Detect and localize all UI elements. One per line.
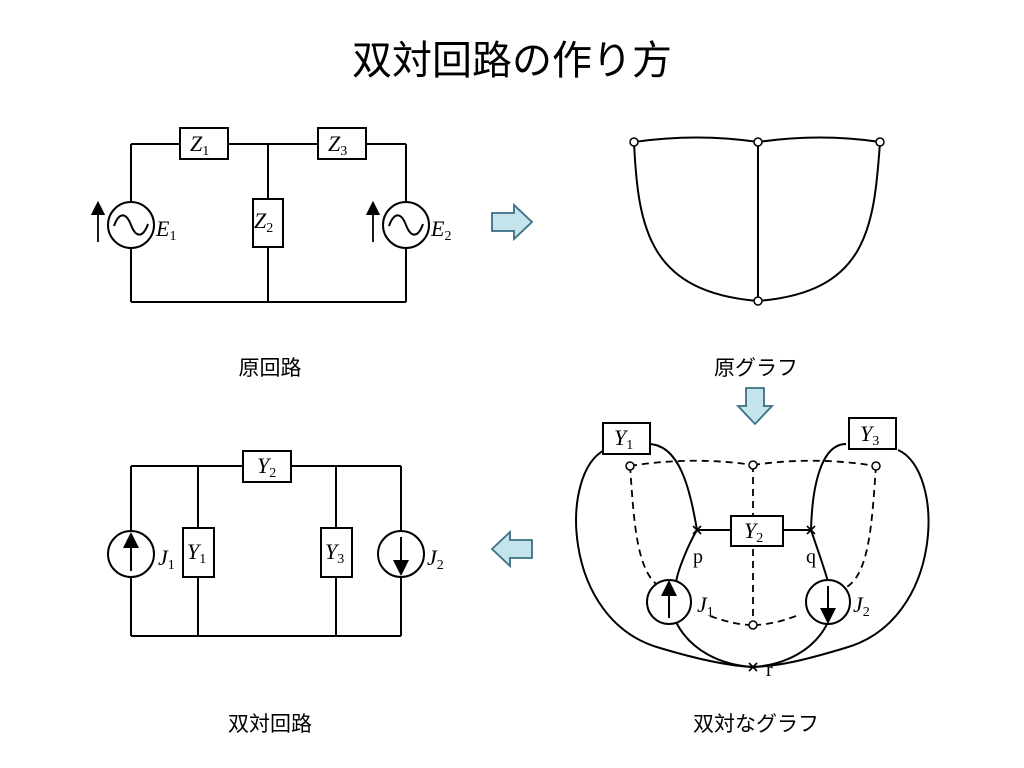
dual-graph-label-y2: Y2	[744, 518, 763, 546]
dual-graph-label-y3: Y3	[860, 421, 879, 449]
dual-graph-source-j1	[646, 579, 692, 625]
dual-graph-cross-marks	[692, 525, 816, 672]
dual-circuit-label-y1: Y1	[187, 539, 206, 567]
dual-graph-edges	[575, 443, 930, 668]
impedance-z2	[252, 198, 284, 248]
dual-circuit-y2-box	[242, 450, 292, 483]
dual-circuit-label-j2: J2	[427, 545, 444, 573]
caption-original-graph: 原グラフ	[714, 356, 798, 380]
dual-graph-y2-box	[730, 515, 784, 547]
dual-graph-node-p: p	[693, 546, 703, 568]
dual-graph-label-j2: J2	[853, 592, 870, 620]
arrow-down-icon	[735, 387, 775, 426]
dual-circuit-y1-box	[182, 527, 215, 578]
label-e1: E1	[155, 216, 176, 244]
original-circuit	[130, 143, 407, 303]
label-z2: Z2	[254, 208, 273, 236]
label-z1: Z1	[190, 131, 209, 159]
dual-circuit-source-j2	[377, 530, 425, 578]
caption-dual-circuit: 双対回路	[228, 712, 312, 736]
dual-graph-y1-box	[602, 422, 651, 455]
original-graph-nodes	[629, 137, 885, 306]
caption-original-circuit: 原回路	[238, 356, 302, 380]
label-e2: E2	[430, 216, 451, 244]
voltage-source-e1	[90, 200, 155, 249]
label-z3: Z3	[328, 131, 347, 159]
dual-circuit-label-y2: Y2	[257, 453, 276, 481]
dual-circuit-y3-box	[320, 527, 353, 578]
voltage-source-e2	[365, 200, 430, 249]
dual-circuit	[130, 465, 402, 637]
dual-graph-node-r: r	[766, 659, 773, 681]
dual-circuit-source-j1	[107, 530, 155, 578]
impedance-z1	[179, 127, 229, 160]
dual-circuit-label-y3: Y3	[325, 539, 344, 567]
dual-graph-y3-box	[848, 417, 897, 450]
dual-graph-source-j2	[805, 579, 851, 625]
dual-circuit-label-j1: J1	[158, 545, 175, 573]
arrow-right-icon	[491, 202, 534, 242]
slide-title: 双対回路の作り方	[352, 38, 672, 84]
dual-graph-node-q: q	[806, 546, 816, 568]
dual-graph-dashed-original	[629, 459, 877, 626]
dual-graph-label-j1: J1	[697, 592, 714, 620]
arrow-left-icon	[490, 529, 533, 569]
dual-graph-label-y1: Y1	[614, 425, 633, 453]
dual-graph-nodes	[625, 460, 881, 630]
caption-dual-graph: 双対なグラフ	[693, 712, 819, 736]
original-graph	[633, 136, 881, 302]
impedance-z3	[317, 127, 367, 160]
